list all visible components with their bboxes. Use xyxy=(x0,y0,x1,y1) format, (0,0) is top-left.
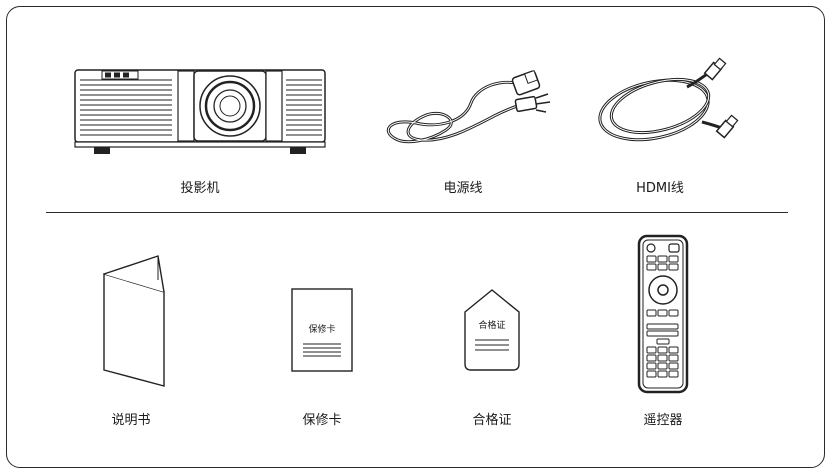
manual-label: 说明书 xyxy=(111,413,151,428)
power-cable-image xyxy=(386,69,551,144)
hdmi-cable-label: HDMI线 xyxy=(636,181,684,196)
certificate-label: 合格证 xyxy=(472,413,512,428)
hdmi-cable-image xyxy=(598,57,739,142)
certificate-tag-text: 合格证 xyxy=(478,321,506,331)
projector-label: 投影机 xyxy=(180,181,220,196)
projector-image xyxy=(74,69,326,154)
remote-control-image xyxy=(637,234,689,394)
warranty-card-text: 保修卡 xyxy=(308,325,336,335)
warranty-card-label: 保修卡 xyxy=(302,413,342,428)
package-contents-frame xyxy=(6,6,825,468)
warranty-card-image xyxy=(291,288,353,372)
certificate-tag-image xyxy=(464,289,520,371)
manual-booklet-image xyxy=(103,255,165,387)
section-divider xyxy=(46,212,788,213)
power-cable-label: 电源线 xyxy=(443,181,483,196)
remote-control-label: 遥控器 xyxy=(643,413,683,428)
